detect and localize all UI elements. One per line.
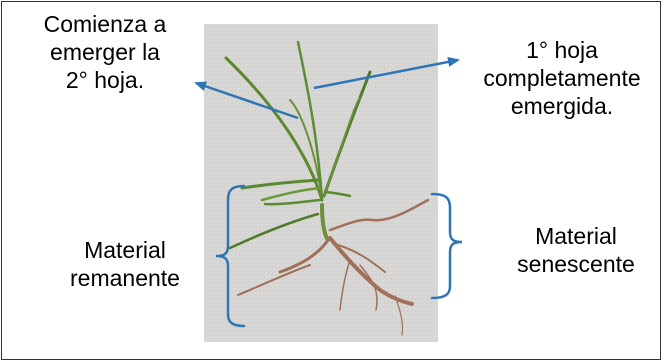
label-line: Comienza a [10,10,200,38]
label-line: 2° hoja. [10,66,200,94]
label-first-leaf: 1° hoja completamente emergida. [462,36,662,120]
label-line: senescente [486,250,664,278]
label-line: remanente [40,264,210,292]
label-line: emerger la [10,38,200,66]
label-line: 1° hoja [462,36,662,64]
label-senescent-material: Material senescente [486,222,664,278]
label-remnant-material: Material remanente [40,236,210,292]
label-emerging-second-leaf: Comienza a emerger la 2° hoja. [10,10,200,94]
label-line: completamente [462,64,662,92]
label-line: Material [486,222,664,250]
label-line: Material [40,236,210,264]
label-line: emergida. [462,92,662,120]
